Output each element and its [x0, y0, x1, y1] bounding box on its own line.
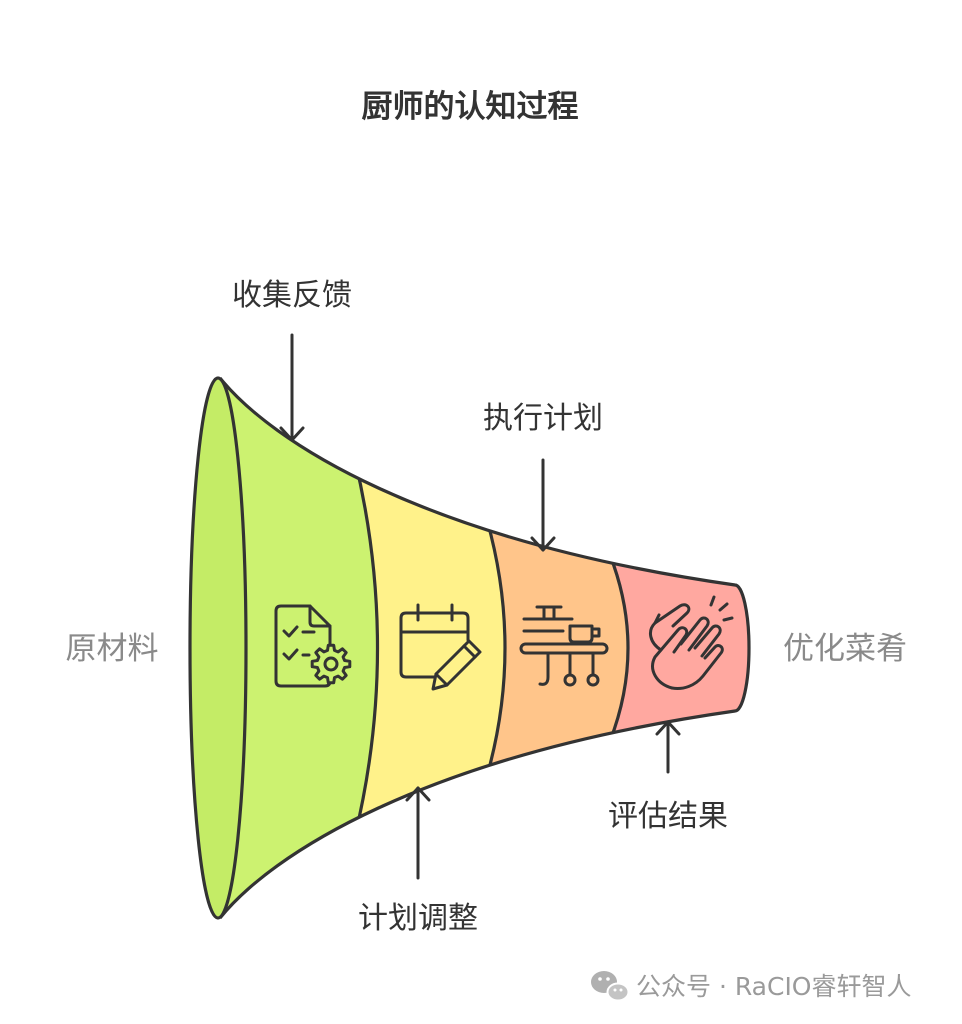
stage-divider-2 — [485, 519, 507, 777]
gear-icon — [310, 643, 352, 685]
kitchen-shelf-icon — [519, 605, 609, 687]
annotation-evaluate-result: 评估结果 — [608, 799, 728, 834]
arrow-up-icon — [405, 786, 431, 880]
annotation-collect-feedback: 收集反馈 — [232, 278, 352, 313]
stage-divider-1 — [353, 459, 380, 837]
wechat-icon — [591, 971, 630, 1002]
diagram-title: 厨师的认知过程 — [362, 89, 579, 125]
stage-1-segment — [220, 378, 378, 918]
arrow-down-icon — [279, 333, 305, 442]
document-gear-icon — [274, 604, 352, 688]
arrow-up-icon — [655, 720, 681, 774]
funnel-outline — [218, 376, 751, 920]
watermark-text: 公众号 · RaCIO睿轩智人 — [636, 972, 912, 1001]
pencil-icon — [431, 639, 482, 691]
calendar-pencil-icon — [399, 603, 482, 691]
annotation-adjust-plan: 计划调整 — [358, 901, 478, 936]
clapping-hands-icon — [648, 595, 734, 690]
stage-divider-3 — [608, 554, 630, 742]
input-label: 原材料 — [66, 631, 159, 667]
arrow-down-icon — [530, 458, 556, 552]
funnel-mouth — [188, 376, 248, 920]
annotation-execute-plan: 执行计划 — [483, 401, 603, 436]
output-label: 优化菜肴 — [783, 631, 907, 667]
